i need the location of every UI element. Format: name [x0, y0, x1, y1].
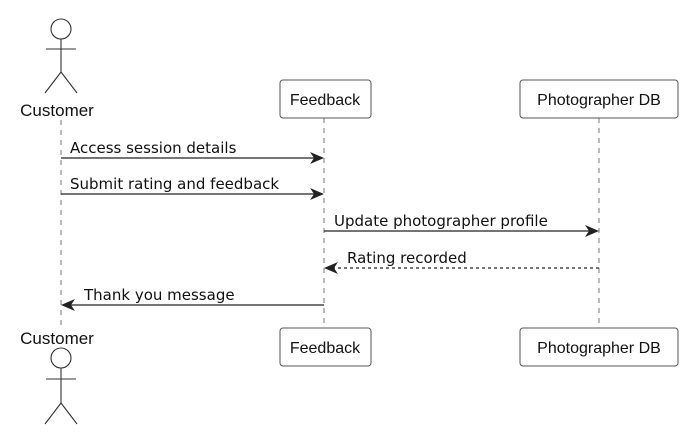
- participant-box-photographer-db-bottom: Photographer DB: [519, 327, 679, 367]
- actor-customer-top: Customer: [20, 18, 94, 120]
- message-5: Thank you message: [61, 286, 324, 311]
- participant-box-feedback-top: Feedback: [279, 79, 372, 119]
- message-label-2: Submit rating and feedback: [70, 175, 279, 193]
- actor-head-icon: [50, 18, 72, 40]
- message-3: Update photographer profile: [324, 212, 599, 237]
- arrowhead-right-icon: [585, 225, 599, 237]
- participant-label-customer-bottom: Customer: [20, 329, 94, 348]
- arrowhead-left-icon: [61, 299, 75, 311]
- message-1: Access session details: [61, 139, 324, 164]
- message-label-3: Update photographer profile: [334, 212, 548, 230]
- participant-box-feedback-bottom: Feedback: [279, 327, 372, 367]
- message-label-5: Thank you message: [83, 286, 235, 304]
- message-4: Rating recorded: [324, 249, 599, 274]
- participant-label-photographer-db-bottom: Photographer DB: [537, 340, 661, 357]
- participant-label-feedback-top: Feedback: [290, 92, 361, 109]
- message-label-4: Rating recorded: [347, 249, 467, 267]
- actor-customer-bottom: Customer: [20, 329, 94, 425]
- arrowhead-right-icon: [310, 188, 324, 200]
- participant-label-customer-top: Customer: [20, 101, 94, 120]
- arrowhead-right-icon: [310, 152, 324, 164]
- participant-label-feedback-bottom: Feedback: [290, 340, 361, 357]
- message-label-1: Access session details: [70, 139, 237, 157]
- participant-label-photographer-db-top: Photographer DB: [537, 92, 661, 109]
- message-2: Submit rating and feedback: [61, 175, 324, 200]
- participant-box-photographer-db-top: Photographer DB: [519, 79, 679, 119]
- arrowhead-left-icon: [324, 262, 338, 274]
- actor-head-icon: [50, 347, 72, 369]
